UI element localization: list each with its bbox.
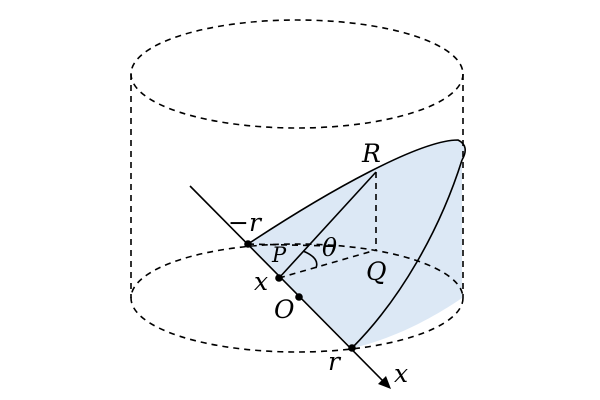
- label-minus-r: −r: [228, 208, 263, 237]
- point-x: [275, 274, 283, 282]
- cylinder-bottom-ellipse: [130, 243, 464, 353]
- point-minus-r: [244, 240, 252, 248]
- point-O: [295, 293, 303, 301]
- label-x-point: x: [254, 267, 268, 296]
- theta-angle-arc: [302, 250, 318, 269]
- label-O: O: [274, 295, 295, 324]
- point-r: [348, 344, 356, 352]
- wedge-right-edge: [351, 159, 463, 349]
- label-r: r: [328, 347, 342, 376]
- label-P: P: [271, 243, 287, 267]
- label-Q: Q: [366, 257, 387, 286]
- segment-PR: [278, 171, 377, 279]
- wedge-top-edge: [247, 139, 466, 245]
- label-R: R: [361, 139, 381, 168]
- label-x-axis: x: [394, 359, 408, 388]
- segment-minus-r-chord: [247, 243, 331, 247]
- label-theta: θ: [322, 233, 337, 262]
- cylinder-top-ellipse: [130, 19, 464, 129]
- x-axis-arrowhead: [378, 376, 391, 389]
- segment-PQ: [278, 249, 377, 279]
